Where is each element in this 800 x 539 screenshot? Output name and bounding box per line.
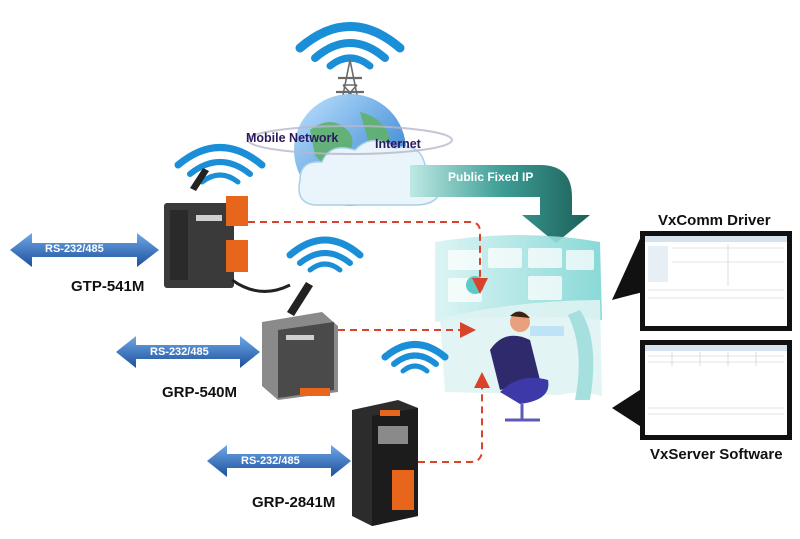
link-gtp-541m	[248, 221, 488, 294]
rs-arrow-1	[10, 233, 159, 267]
monitor-vxcomm-driver	[612, 231, 792, 331]
orbit-ring	[247, 125, 453, 155]
rs-arrow-2	[116, 336, 260, 368]
device-label-grp-540m: GRP-540M	[162, 384, 238, 401]
rs-label-3: RS-232/485	[241, 455, 300, 467]
monitor-vxserver-software	[612, 340, 792, 440]
rs-label-1: RS-232/485	[45, 243, 104, 255]
rs-arrow-3	[207, 445, 351, 477]
wifi-icon	[286, 236, 364, 273]
wifi-icon	[381, 341, 449, 374]
operator-figure	[490, 311, 549, 422]
wifi-icon	[295, 22, 405, 70]
device-grp-2841m	[352, 400, 418, 526]
device-label-grp-2841m: GRP-2841M	[252, 494, 336, 511]
vxcomm-driver-title: VxComm Driver	[658, 212, 771, 229]
public-ip-label: Public Fixed IP	[448, 170, 534, 184]
internet-label: Internet	[375, 137, 421, 151]
rs-label-2: RS-232/485	[150, 346, 209, 358]
link-grp-2841m	[418, 372, 490, 463]
mobile-network-label: Mobile Network	[246, 131, 339, 145]
device-gtp-541m	[164, 168, 291, 293]
public-ip-arrow	[410, 165, 590, 243]
control-room	[435, 235, 602, 422]
wifi-icon	[174, 144, 266, 185]
device-grp-540m	[262, 282, 338, 400]
device-label-gtp-541m: GTP-541M	[71, 278, 145, 295]
vxserver-software-title: VxServer Software	[650, 446, 783, 463]
